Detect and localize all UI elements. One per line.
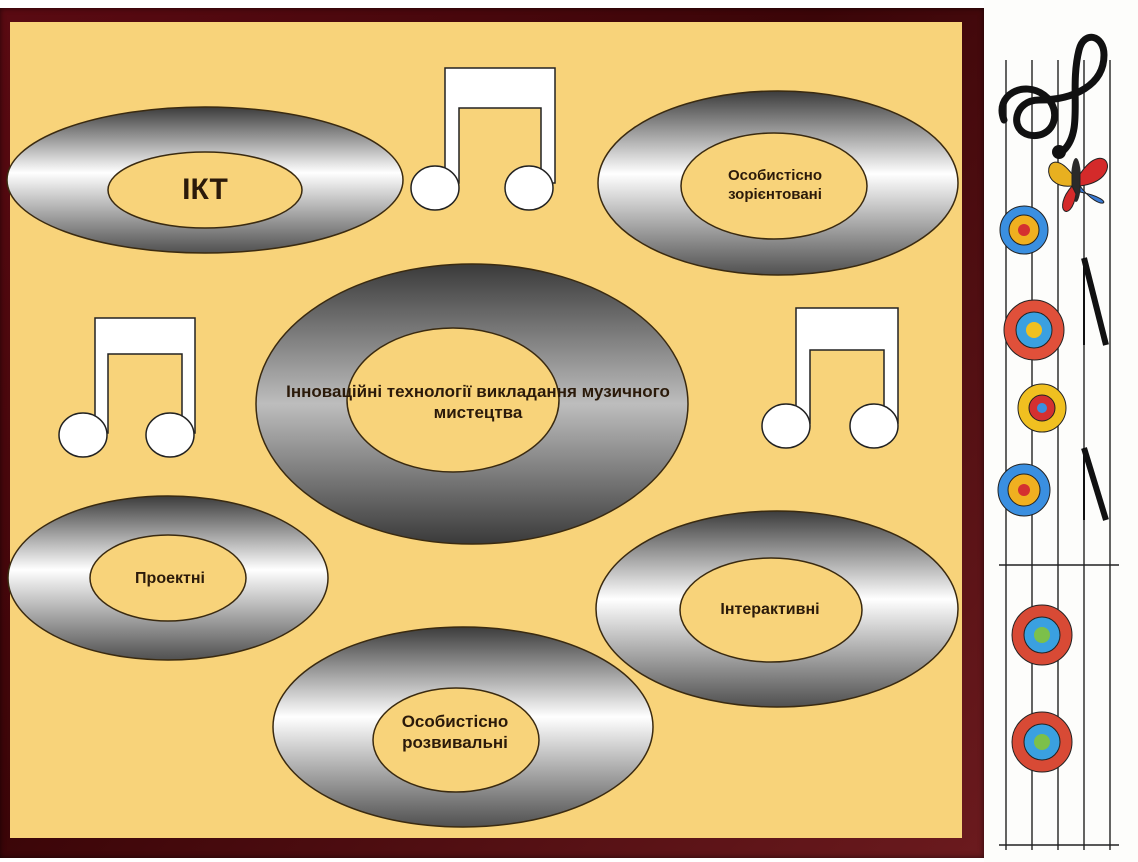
decorative-staff-strip [984, 0, 1138, 862]
interactive-label: Інтерактивні [720, 601, 820, 618]
project-oval [7, 495, 329, 661]
flower-icon [1011, 604, 1073, 666]
slide-graphics [6, 67, 959, 828]
flower-icon [1003, 299, 1065, 361]
project-label: Проектні [135, 570, 205, 587]
personal-developing-oval [272, 626, 654, 828]
flower-icon [997, 463, 1051, 517]
personal-developing-label: Особистісно розвивальні [401, 711, 509, 752]
personal-oriented-label: Особистісно зорієнтовані [727, 167, 823, 203]
ikt-label: ІКТ [182, 173, 228, 207]
flower-icon [999, 205, 1049, 255]
flower-icon [1017, 383, 1067, 433]
butterfly-icon [1048, 157, 1108, 212]
ikt-oval [6, 106, 404, 254]
interactive-oval [595, 510, 959, 708]
music-note-icon [58, 317, 196, 458]
personal-oriented-oval [597, 90, 959, 276]
music-note-icon [410, 67, 556, 211]
music-note-icon [761, 307, 899, 449]
treble-clef-icon [998, 34, 1108, 159]
center-title: Інноваційні технології викладання музичн… [286, 381, 670, 422]
flower-icon [1011, 711, 1073, 773]
center-oval [255, 263, 689, 545]
